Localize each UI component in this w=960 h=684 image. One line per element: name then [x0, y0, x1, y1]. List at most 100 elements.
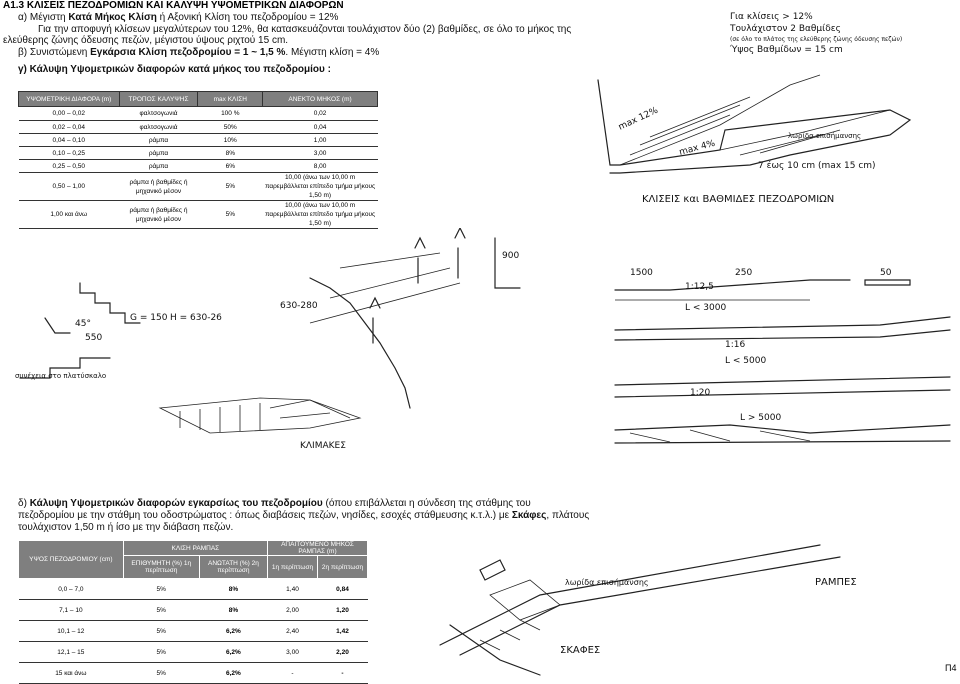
col-method: ΤΡΟΠΟΣ ΚΑΛΥΨΗΣ [118, 91, 199, 107]
section-d-line2b: , πλάτους [546, 510, 590, 521]
label-h: H = 630-26 [170, 313, 222, 323]
cell: 0,0 – 7,0 [18, 578, 124, 600]
note-slope-gt12: Για κλίσεις > 12% [730, 12, 813, 22]
cell: 1,42 [317, 620, 368, 642]
sub-max: ΑΝΩΤΑΤΗ (%) 2η περίπτωση [198, 555, 269, 579]
cell: 15 και άνω [18, 662, 124, 684]
dim-900-small: 630-280 [280, 301, 318, 311]
dim-550: 550 [85, 333, 102, 343]
section-d: δ) Κάλυψη Υψομετρικών διαφορών εγκαρσίως… [18, 498, 589, 534]
cell: φαλτσογωνιά [119, 106, 198, 121]
cell: 5% [197, 200, 263, 229]
cell: 2,00 [267, 599, 318, 621]
cell: 8% [199, 599, 268, 621]
ramps-sketch: 1500 250 50 1:12,5 L < 3000 1:16 L < 500… [614, 268, 951, 444]
note-step-height: Ύψος Βαθμίδων = 15 cm [729, 45, 843, 55]
l-3000: L < 3000 [685, 303, 726, 313]
cell: ράμπα ή βαθμίδες ή μηχανικό μέσον [119, 172, 198, 201]
item-a-note-2: ελεύθερης ζώνης όδευσης πεζών, μέγιστου … [3, 35, 289, 46]
dim-250: 250 [735, 268, 752, 278]
item-b: β) Συνιστώμενη Εγκάρσια Κλίση πεζοδρομίο… [18, 47, 379, 59]
cell: 0,50 – 1,00 [18, 172, 120, 201]
label-width-cm: 7 έως 10 cm (max 15 cm) [758, 160, 876, 171]
col-length: ΑΝΕΚΤΟ ΜΗΚΟΣ (m) [262, 91, 378, 107]
ramp-table-group-header: ΥΨΟΣ ΠΕΖΟΔΡΟΜΙΟΥ (cm) ΚΛΙΣΗ ΡΑΜΠΑΣ ΑΠΑΙΤ… [18, 540, 368, 579]
cell: φαλτσογωνιά [119, 120, 198, 134]
page-title: A1.3 ΚΛΙΣΕΙΣ ΠΕΖΟΔΡΟΜΙΩΝ ΚΑΙ ΚΑΛΥΨΗ ΥΨΟΜ… [3, 0, 344, 11]
note-landing: συνέχεια στο πλατύσκαλο [15, 372, 106, 380]
slope-16: 1:16 [725, 340, 745, 350]
item-b-bold: Εγκάρσια Κλίση πεζοδρομίου = 1 ~ 1,5 % [90, 47, 286, 58]
section-d-heading: Κάλυψη Υψομετρικών διαφορών εγκαρσίως το… [29, 498, 323, 509]
cell: ράμπα [119, 159, 198, 173]
item-a: α) Μέγιστη Κατά Μήκος Κλίση ή Αξονική Κλ… [18, 12, 338, 24]
cell: 3,00 [267, 641, 318, 663]
cell: 12,1 – 15 [18, 641, 124, 663]
label-max12: max 12% [617, 106, 660, 133]
cell: 6,2% [199, 641, 268, 663]
curb-ramp-sketch: ΡΑΜΠΕΣ λωρίδα επισήμανσης ΣΚΑΦΕΣ [439, 544, 857, 676]
cell: ράμπα [119, 146, 198, 160]
cell: 6,2% [199, 620, 268, 642]
cell: 10% [197, 133, 263, 147]
dim-50: 50 [880, 268, 892, 278]
cell: 0,02 [262, 106, 378, 121]
slope-table-header: ΥΨΟΜΕΤΡΙΚΗ ΔΙΑΦΟΡΑ (m) ΤΡΟΠΟΣ ΚΑΛΥΨΗΣ ma… [18, 91, 378, 107]
item-c: γ) Κάλυψη Υψομετρικών διαφορών κατά μήκο… [18, 64, 331, 75]
cell: 0,84 [317, 578, 368, 600]
cell: 1,40 [267, 578, 318, 600]
section-d-skafes: Σκάφες [511, 510, 547, 521]
note-width: (σε όλο το πλάτος της ελεύθερης ζώνης όδ… [730, 36, 902, 43]
col-max-slope: max ΚΛΙΣΗ [197, 91, 264, 107]
cell: 1,00 και άνω [18, 200, 120, 229]
section-d-line1: (όπου επιβάλλεται η σύνδεση της στάθμης … [322, 498, 531, 509]
col-ramp-slope: ΚΛΙΣΗ ΡΑΜΠΑΣ [122, 540, 269, 556]
page-number: Π4 [945, 663, 957, 673]
item-a-prefix: α) Μέγιστη [18, 12, 69, 23]
cell: - [267, 662, 318, 684]
cell: 5% [123, 662, 200, 684]
cell: 50% [197, 120, 263, 134]
slope-steps-sketch: Για κλίσεις > 12% Τουλάχιστον 2 Βαθμίδες… [597, 12, 912, 205]
cell: ράμπα [119, 133, 198, 147]
note-two-steps: Τουλάχιστον 2 Βαθμίδες [729, 24, 841, 34]
ramp-table: ΥΨΟΣ ΠΕΖΟΔΡΟΜΙΟΥ (cm) ΚΛΙΣΗ ΡΑΜΠΑΣ ΑΠΑΙΤ… [18, 540, 368, 684]
item-b-prefix: β) Συνιστώμενη [18, 47, 91, 58]
cell: 0,25 – 0,50 [18, 159, 120, 173]
cell: 5% [123, 578, 200, 600]
label-skafes: ΣΚΑΦΕΣ [560, 645, 600, 656]
cell: 10,1 – 12 [18, 620, 124, 642]
cell: 0,00 – 0,02 [18, 106, 120, 121]
label-angle: 45° [75, 319, 91, 329]
cell: 5% [197, 172, 263, 201]
dim-900: 900 [502, 251, 519, 261]
cell: 5% [123, 599, 200, 621]
cell: 2,20 [317, 641, 368, 663]
cell: 2,40 [267, 620, 318, 642]
cell: 7,1 – 10 [18, 599, 124, 621]
cell: 10,00 (άνω των 10,00 m παρεμβάλλεται επί… [262, 172, 378, 201]
col-ramp-length: ΑΠΑΙΤΟΥΜΕΝΟ ΜΗΚΟΣ ΡΑΜΠΑΣ (m) [267, 540, 368, 556]
cell: 8,00 [262, 159, 378, 173]
cell: 0,10 – 0,25 [18, 146, 120, 160]
section-d-line3: τουλάχιστον 1,50 m ή ίσο με την διάβαση … [18, 522, 234, 533]
item-a-note-1: Για την αποφυγή κλίσεων μεγαλύτερων του … [38, 24, 572, 35]
section-d-prefix: δ) [18, 498, 30, 509]
item-a-suffix: ή Αξονική Κλίση του πεζοδρομίου = 12% [156, 12, 339, 23]
cell: 1,20 [317, 599, 368, 621]
cell: 8% [197, 146, 263, 160]
dim-1500: 1500 [630, 268, 653, 278]
cell: 0,04 [262, 120, 378, 134]
l-5000: L < 5000 [725, 356, 766, 366]
caption-slopes: ΚΛΙΣΕΙΣ και ΒΑΘΜΙΔΕΣ ΠΕΖΟΔΡΟΜΙΩΝ [642, 194, 834, 205]
label-lorida-2: λωρίδα επισήμανσης [565, 578, 649, 587]
